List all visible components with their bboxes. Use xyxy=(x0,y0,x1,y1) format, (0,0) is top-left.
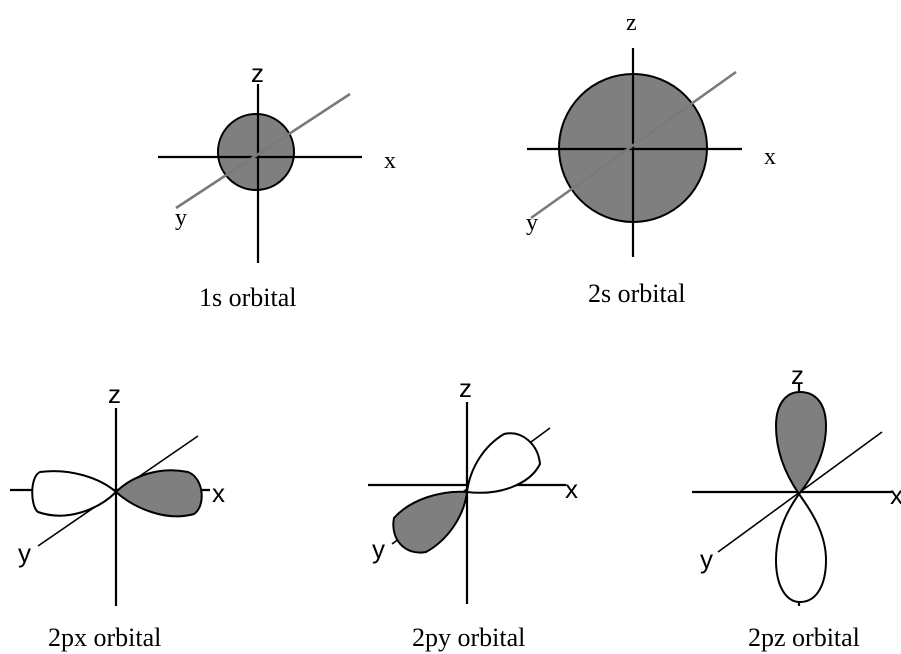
2px-caption: 2px orbital xyxy=(48,623,161,652)
2py-z-label: z xyxy=(459,373,472,403)
orbital-1s: z x y 1s orbital xyxy=(158,58,396,312)
2px-z-label: z xyxy=(108,379,121,409)
2pz-lobe-positive xyxy=(774,390,828,496)
orbital-2py: z x y 2py orbital xyxy=(368,373,578,652)
2py-lobe-positive xyxy=(465,432,542,494)
1s-z-label: z xyxy=(251,58,264,88)
2s-y-axis xyxy=(530,70,737,220)
2pz-lobe-negative xyxy=(774,492,828,604)
2pz-z-label: z xyxy=(791,360,804,390)
2px-lobe-positive xyxy=(114,469,203,518)
2pz-y-label: y xyxy=(700,544,713,574)
orbital-2s: z x y 2s orbital xyxy=(526,10,776,308)
2py-caption: 2py orbital xyxy=(412,623,525,652)
2s-x-label: x xyxy=(764,144,776,170)
orbital-2pz: z x y 2pz orbital xyxy=(692,360,901,652)
2s-caption: 2s orbital xyxy=(588,279,686,308)
1s-sphere xyxy=(217,113,295,191)
2px-lobe-negative xyxy=(31,470,118,517)
1s-x-label: x xyxy=(384,148,396,174)
1s-y-label: y xyxy=(175,205,187,231)
2s-z-label: z xyxy=(626,10,637,36)
2py-y-label: y xyxy=(372,534,385,564)
orbital-2px: z x y 2px orbital xyxy=(10,379,225,652)
2pz-caption: 2pz orbital xyxy=(748,623,860,652)
2py-lobe-negative xyxy=(392,490,469,554)
1s-caption: 1s orbital xyxy=(199,283,297,312)
2px-y-label: y xyxy=(18,538,31,568)
2pz-x-label: x xyxy=(890,480,901,510)
1s-y-axis xyxy=(175,92,351,210)
2py-x-label: x xyxy=(565,474,578,504)
2s-y-label: y xyxy=(526,210,538,236)
2px-x-label: x xyxy=(212,478,225,508)
